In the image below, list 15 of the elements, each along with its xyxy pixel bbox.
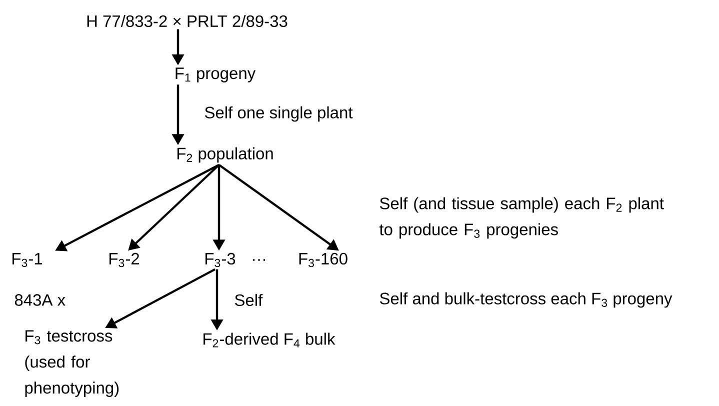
edge-label: Self one single plant [203,105,354,123]
plant-label: F$_{1}$ progeny [176,68,256,82]
plant-label: F$_{3}$-160 [299,252,348,268]
edge-label: Self [233,292,264,308]
plant-label: F$_{2}$ population [178,147,273,163]
plant-label: F$_{3}$-2 [110,252,140,268]
plant-label: F$_{2}$-derived F$_{4}$ bulk [204,332,336,348]
plant-label: H 77/833-2 × PRLT 2/89-33 [87,14,288,28]
plant-label: F$_{3}$ testcross (used for phenotyping) [25,330,119,397]
note-text: 843A x [14,294,66,306]
plant-label: F$_{3}$-1 [12,252,42,268]
note-text: … [253,259,266,261]
note-text: Self and bulk-testcross each F$_{3}$ progeny [380,292,672,308]
note-text: Self (and tissue sample) each F$_{2}$ plant to produce F$_{3}$ progenies [379,197,664,239]
plant-label: F$_{3}$-3 [206,252,236,268]
